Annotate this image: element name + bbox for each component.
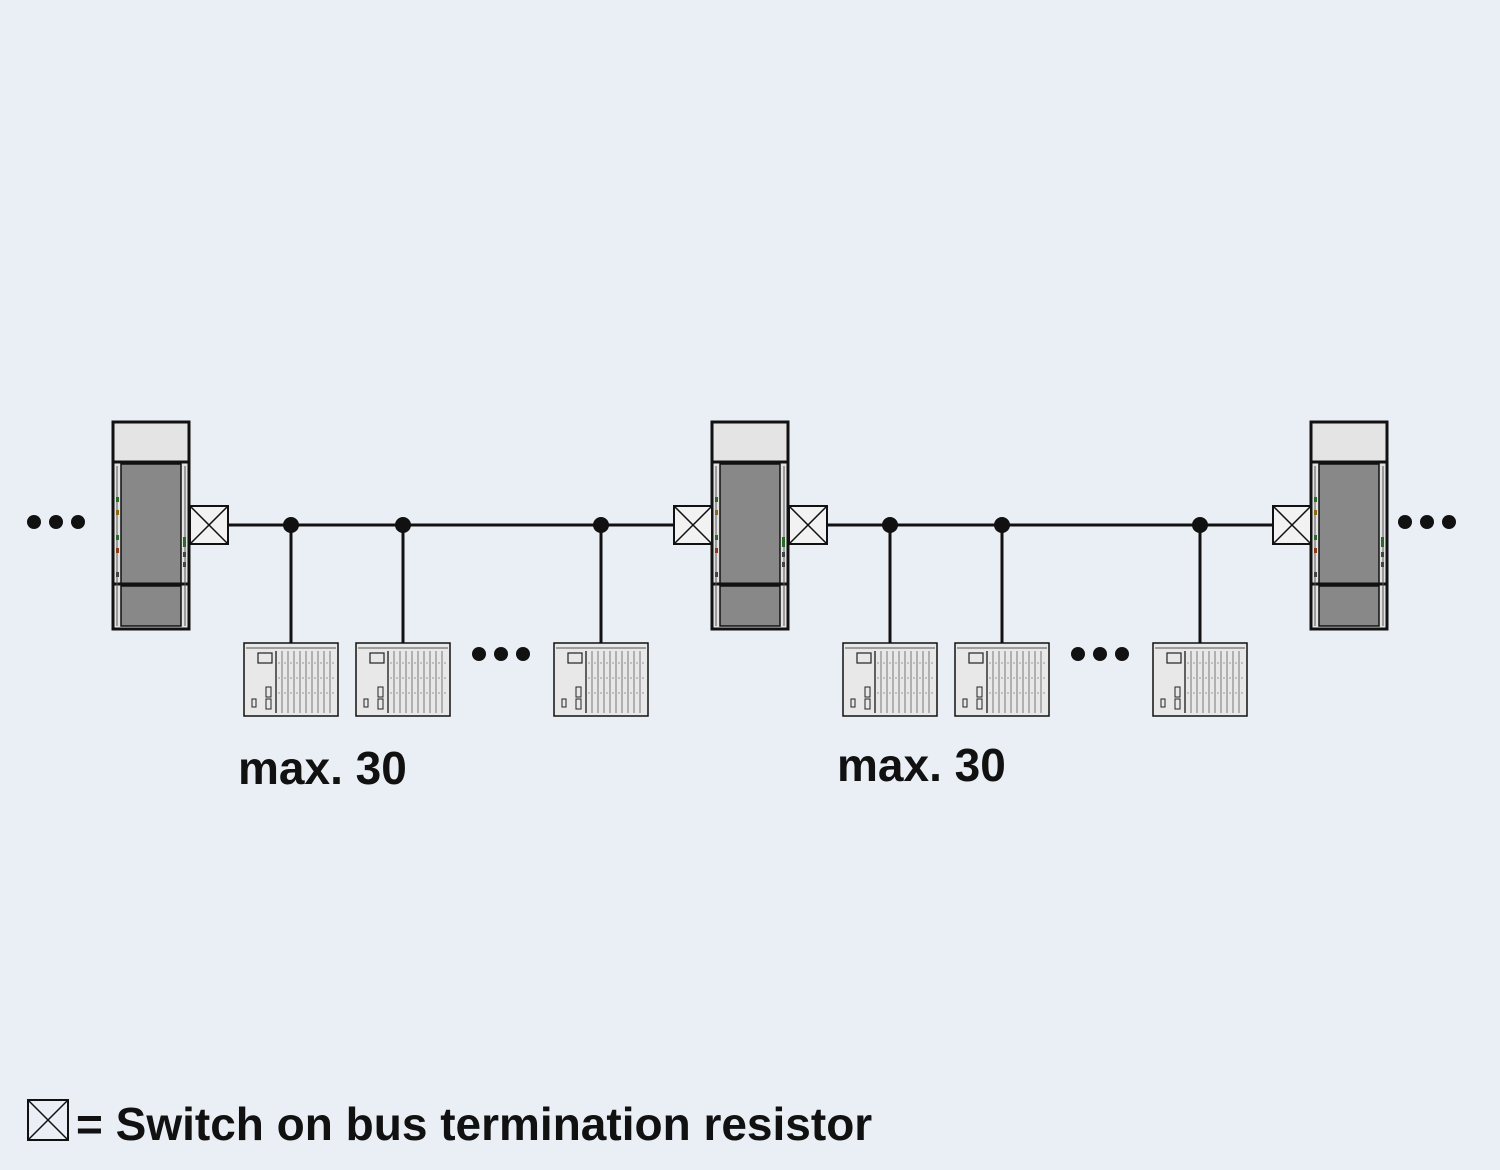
bus-device [842, 642, 938, 717]
bus-device [355, 642, 451, 717]
termination-resistor-icon [788, 505, 828, 545]
bus-device [243, 642, 339, 717]
segment-1-count-label: max. 30 [238, 742, 407, 794]
junction-dot [283, 517, 299, 533]
segment-2-count-label: max. 30 [837, 739, 1006, 791]
junction-dot [1192, 517, 1208, 533]
bus-device [553, 642, 649, 717]
junction-dot [882, 517, 898, 533]
legend-text: = Switch on bus termination resistor [76, 1098, 872, 1150]
bus-device [1152, 642, 1248, 717]
ellipsis-dots-icon [472, 647, 530, 661]
legend: = Switch on bus termination resistor [27, 1098, 872, 1150]
termination-resistor-icon [1272, 505, 1312, 545]
bus-device [954, 642, 1050, 717]
ellipsis-dots-icon [27, 515, 85, 529]
junction-dot [395, 517, 411, 533]
junction-dot [593, 517, 609, 533]
termination-resistor-icon [673, 505, 713, 545]
repeater-module-3 [1309, 420, 1389, 631]
junction-dot [994, 517, 1010, 533]
termination-resistor-icon [27, 1099, 69, 1141]
termination-resistor-icon [189, 505, 229, 545]
ellipsis-dots-icon [1398, 515, 1456, 529]
repeater-module-1 [111, 420, 191, 631]
repeater-module-2 [710, 420, 790, 631]
ellipsis-dots-icon [1071, 647, 1129, 661]
